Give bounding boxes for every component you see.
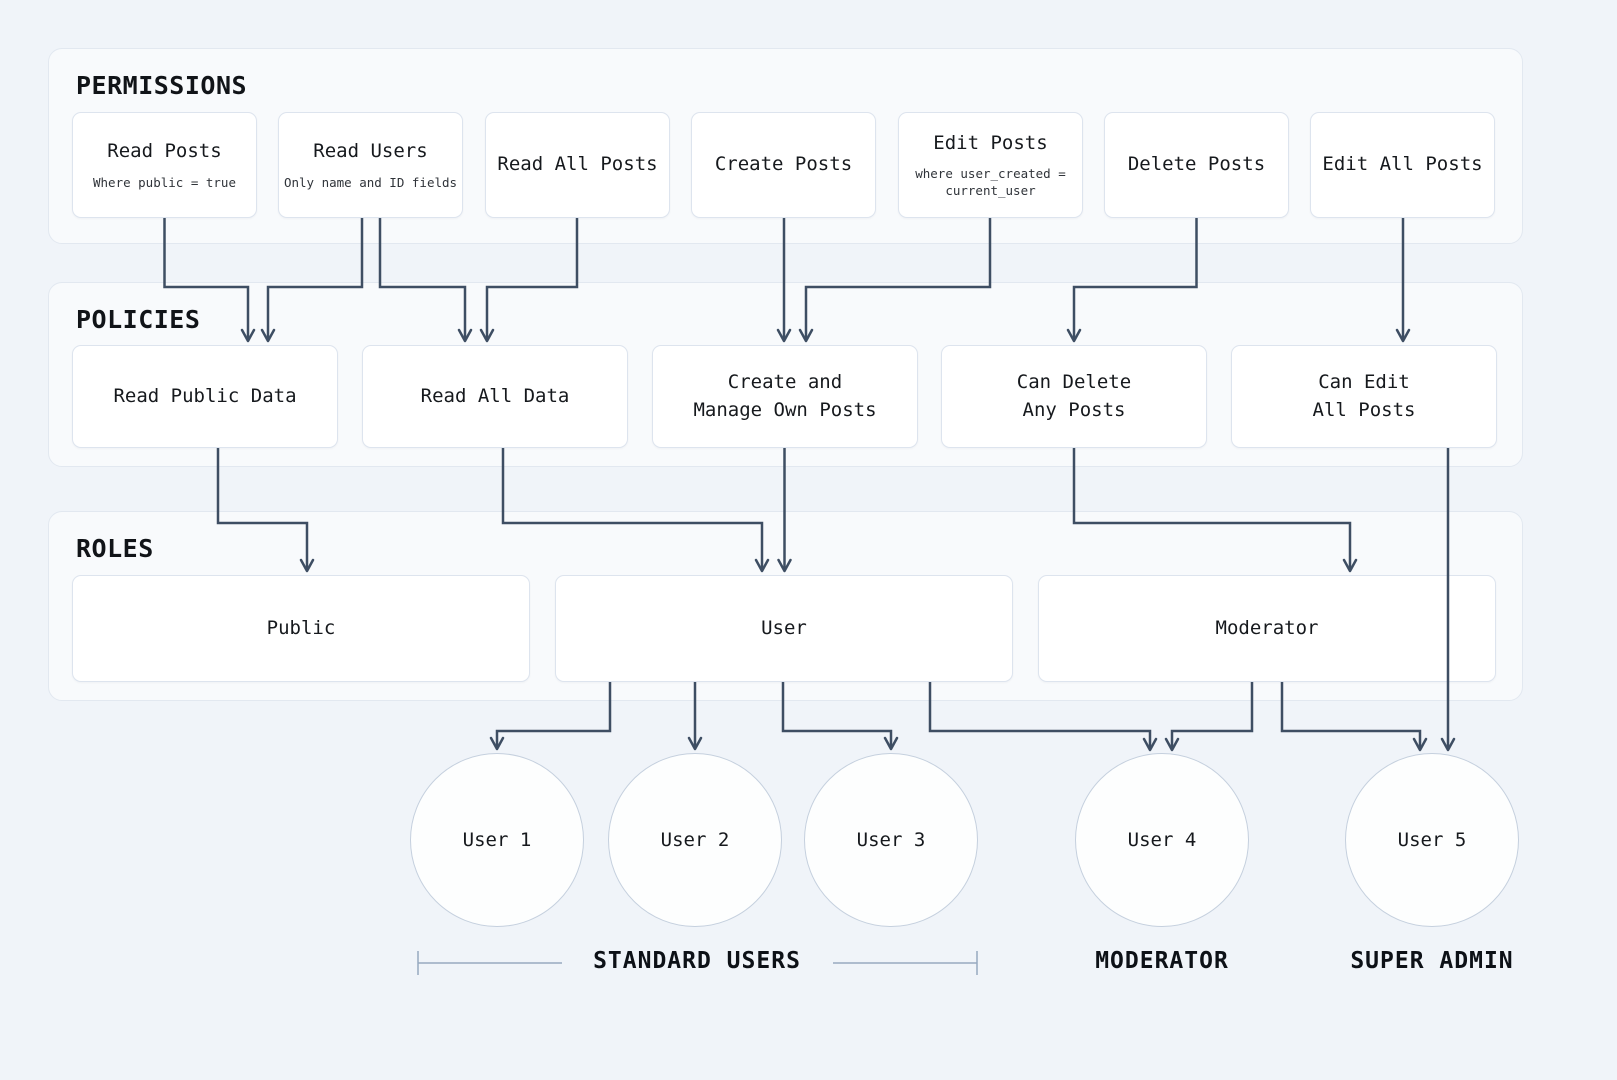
node-title: User (761, 616, 807, 639)
node-title: Read Public Data (113, 384, 297, 407)
user-node-2: User 2 (608, 753, 782, 927)
node-title: Create and Manage Own Posts (693, 370, 877, 421)
user-node-1: User 1 (410, 753, 584, 927)
group-label-moderator: MODERATOR (1095, 948, 1229, 974)
node-title: Delete Posts (1127, 153, 1266, 176)
policy-node-can-edit-all-posts: Can Edit All Posts (1231, 345, 1497, 448)
user-node-4: User 4 (1075, 753, 1249, 927)
node-subtitle: Where public = true (93, 174, 236, 190)
node-title: Read Users (313, 140, 428, 163)
permission-node-edit-posts: Edit Posts where user_created = current_… (898, 112, 1083, 218)
node-title: Read All Data (420, 384, 570, 407)
policy-node-can-delete-any-posts: Can Delete Any Posts (941, 345, 1207, 448)
node-title: Can Edit All Posts (1312, 370, 1416, 421)
node-title: Create Posts (714, 153, 853, 176)
node-title: Moderator (1215, 616, 1319, 639)
node-title: Can Delete Any Posts (1016, 370, 1132, 421)
node-title: Edit Posts (933, 131, 1048, 154)
user-label: User 5 (1397, 829, 1467, 851)
user-node-5: User 5 (1345, 753, 1519, 927)
policies-panel-title: POLICIES (76, 305, 201, 334)
user-label: User 2 (660, 829, 730, 851)
node-subtitle: where user_created = current_user (915, 166, 1066, 199)
permission-node-edit-all-posts: Edit All Posts (1310, 112, 1495, 218)
user-label: User 3 (856, 829, 926, 851)
node-title: Public (266, 616, 336, 639)
node-title: Read Posts (107, 140, 222, 163)
role-node-user: User (555, 575, 1013, 682)
node-subtitle: Only name and ID fields (283, 174, 458, 190)
user-label: User 4 (1127, 829, 1197, 851)
permission-node-create-posts: Create Posts (691, 112, 876, 218)
permission-node-read-posts: Read Posts Where public = true (72, 112, 257, 218)
permission-node-read-users: Read Users Only name and ID fields (278, 112, 463, 218)
group-label-standard-users: STANDARD USERS (593, 948, 801, 974)
node-title: Read All Posts (497, 153, 658, 176)
permission-node-delete-posts: Delete Posts (1104, 112, 1289, 218)
user-node-3: User 3 (804, 753, 978, 927)
role-node-moderator: Moderator (1038, 575, 1496, 682)
roles-panel-title: ROLES (76, 534, 154, 563)
user-label: User 1 (462, 829, 532, 851)
policy-node-read-all-data: Read All Data (362, 345, 628, 448)
policy-node-create-manage-own-posts: Create and Manage Own Posts (652, 345, 918, 448)
role-node-public: Public (72, 575, 530, 682)
permissions-panel-title: PERMISSIONS (76, 71, 248, 100)
group-label-super-admin: SUPER ADMIN (1350, 948, 1514, 974)
permission-node-read-all-posts: Read All Posts (485, 112, 670, 218)
node-title: Edit All Posts (1322, 153, 1483, 176)
policy-node-read-public-data: Read Public Data (72, 345, 338, 448)
